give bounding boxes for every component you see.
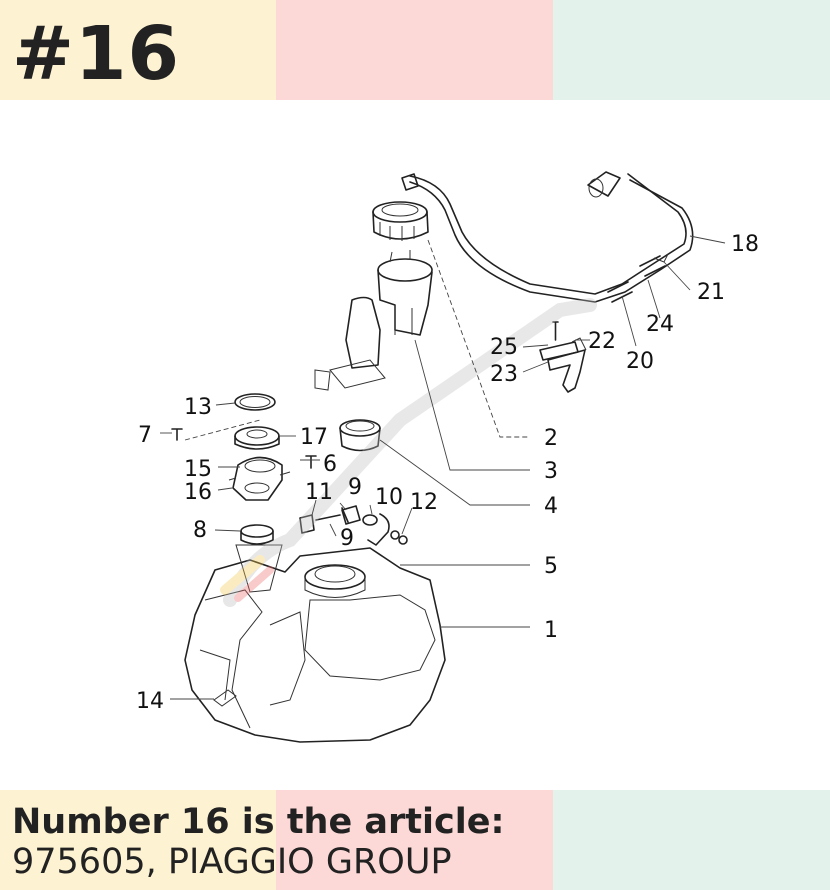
band-mint (553, 790, 830, 890)
callout-22: 22 (588, 329, 616, 354)
band-yellow (0, 790, 276, 890)
callout-8: 8 (193, 518, 207, 543)
footer-band (0, 790, 830, 890)
callout-3: 3 (544, 459, 558, 484)
callout-17: 17 (300, 425, 328, 450)
exploded-parts-diagram: 1 2 3 4 5 6 7 8 9 9 10 11 12 13 14 15 16… (136, 171, 759, 743)
callout-20: 20 (626, 349, 654, 374)
band-pink (276, 0, 553, 100)
callout-21: 21 (697, 280, 725, 305)
callout-12: 12 (410, 490, 438, 515)
callout-25: 25 (490, 335, 518, 360)
pump-flange-stack (228, 393, 291, 501)
callout-15: 15 (184, 457, 212, 482)
leader-lines (160, 235, 726, 700)
tank-cap (372, 201, 429, 241)
article-caption: Number 16 is the article: (12, 802, 505, 842)
hardware (299, 505, 408, 546)
gasket-ring (339, 419, 381, 452)
callout-16: 16 (184, 480, 212, 505)
bracket-assembly (539, 321, 587, 393)
callout-1: 1 (544, 618, 558, 643)
band-yellow (0, 0, 276, 100)
callout-6: 6 (323, 452, 337, 477)
callout-2: 2 (544, 426, 558, 451)
callout-14: 14 (136, 689, 164, 714)
callout-4: 4 (544, 494, 558, 519)
fuel-pump (314, 250, 433, 391)
band-pink (276, 790, 553, 890)
callout-11: 11 (305, 480, 333, 505)
callout-9b: 9 (340, 526, 354, 551)
fuel-tank (184, 547, 446, 743)
callout-18: 18 (731, 232, 759, 257)
callout-13: 13 (184, 395, 212, 420)
header-band (0, 0, 830, 100)
callout-labels: 1 2 3 4 5 6 7 8 9 9 10 11 12 13 14 15 16… (136, 232, 759, 714)
band-mint (553, 0, 830, 100)
screws (171, 428, 317, 469)
callout-9a: 9 (348, 475, 362, 500)
page-title: #16 (12, 11, 180, 97)
fuel-hose (401, 171, 694, 303)
callout-24: 24 (646, 312, 674, 337)
callout-23: 23 (490, 362, 518, 387)
callout-10: 10 (375, 485, 403, 510)
article-number: 975605, PIAGGIO GROUP (12, 842, 452, 882)
callout-7: 7 (138, 423, 152, 448)
filler-neck (235, 524, 283, 593)
callout-5: 5 (544, 554, 558, 579)
watermark-logo (220, 298, 597, 607)
